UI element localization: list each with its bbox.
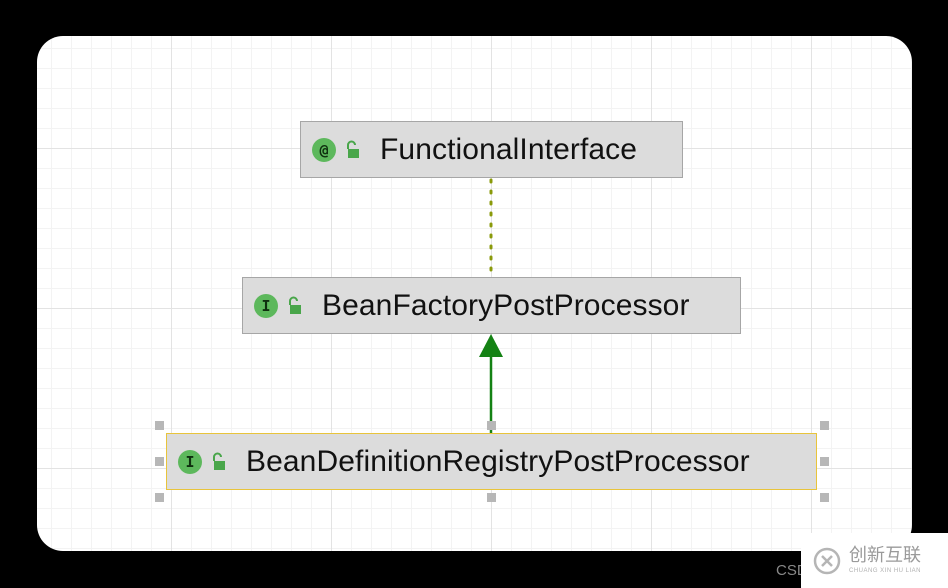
node-functional-interface[interactable]: @ FunctionalInterface xyxy=(300,121,683,178)
annotation-icon: @ xyxy=(312,137,336,162)
inheritance-arrow-head xyxy=(479,334,503,357)
resize-handle-top-right[interactable] xyxy=(820,421,829,430)
interface-icon: I xyxy=(178,449,202,474)
watermark-logo-icon xyxy=(813,547,841,574)
node-label: FunctionalInterface xyxy=(380,132,638,166)
watermark-partial-text: CSD xyxy=(776,562,808,579)
node-bean-factory-post-processor[interactable]: I BeanFactoryPostProcessor xyxy=(242,277,741,334)
unlocked-icon xyxy=(347,140,359,158)
watermark-text: 创新互联 xyxy=(849,545,921,566)
resize-handle-middle-left[interactable] xyxy=(155,457,164,466)
unlocked-icon xyxy=(213,452,225,470)
resize-handle-bottom-center[interactable] xyxy=(487,493,496,502)
unlocked-icon xyxy=(289,296,301,314)
interface-icon: I xyxy=(254,293,278,318)
watermark: 创新互联 CHUANG XIN HU LIAN xyxy=(801,533,948,588)
node-bean-definition-registry-post-processor[interactable]: I BeanDefinitionRegistryPostProcessor xyxy=(166,433,817,490)
resize-handle-middle-right[interactable] xyxy=(820,457,829,466)
resize-handle-top-left[interactable] xyxy=(155,421,164,430)
resize-handle-bottom-right[interactable] xyxy=(820,493,829,502)
watermark-subtext: CHUANG XIN HU LIAN xyxy=(849,568,922,574)
node-label: BeanDefinitionRegistryPostProcessor xyxy=(246,444,750,478)
resize-handle-top-center[interactable] xyxy=(487,421,496,430)
resize-handle-bottom-left[interactable] xyxy=(155,493,164,502)
node-label: BeanFactoryPostProcessor xyxy=(322,288,690,322)
